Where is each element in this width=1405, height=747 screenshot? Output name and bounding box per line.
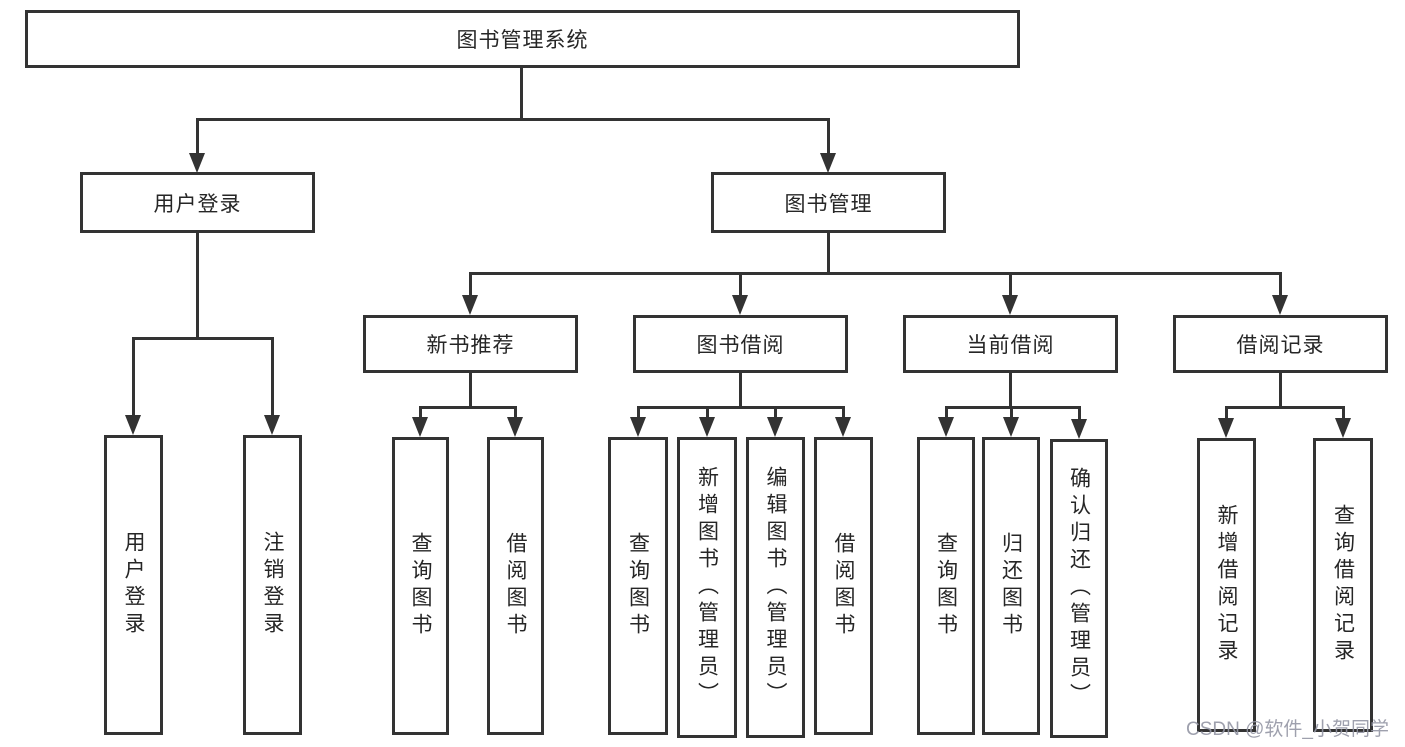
node-book-borrowing-label: 图书借阅 xyxy=(696,334,785,357)
arrow-down-icon xyxy=(462,295,478,315)
connector-line xyxy=(827,233,830,274)
leaf-add-borrow-record-label: 新增借阅记录 xyxy=(1215,504,1238,666)
arrow-down-icon xyxy=(835,417,851,437)
connector-line xyxy=(637,406,845,409)
leaf-query-book-current: 查询图书 xyxy=(917,437,975,735)
arrow-down-icon xyxy=(412,417,428,437)
connector-line xyxy=(419,406,422,419)
node-borrowing-records: 借阅记录 xyxy=(1173,315,1388,373)
node-book-management-label: 图书管理 xyxy=(784,192,873,216)
connector-line xyxy=(520,68,523,121)
leaf-borrow-book-label: 借阅图书 xyxy=(832,532,855,640)
leaf-query-book-borrowing: 查询图书 xyxy=(608,437,668,735)
leaf-return-book-label: 归还图书 xyxy=(999,532,1023,640)
connector-line xyxy=(1279,373,1282,409)
leaf-add-book-admin-label: 新增图书（管理员） xyxy=(695,466,719,709)
arrow-down-icon xyxy=(264,415,280,435)
connector-line xyxy=(469,272,1282,275)
leaf-edit-book-admin-label: 编辑图书（管理员） xyxy=(764,466,787,709)
leaf-query-book-current-label: 查询图书 xyxy=(934,532,958,640)
arrow-down-icon xyxy=(1071,419,1087,439)
leaf-add-book-admin: 新增图书（管理员） xyxy=(677,437,737,738)
connector-line xyxy=(945,406,948,419)
leaf-confirm-return-admin: 确认归还（管理员） xyxy=(1050,439,1108,738)
connector-line xyxy=(842,406,845,419)
connector-line xyxy=(827,118,830,156)
arrow-down-icon xyxy=(1272,295,1288,315)
connector-line xyxy=(1010,406,1013,419)
arrow-down-icon xyxy=(767,417,783,437)
arrow-down-icon xyxy=(699,417,715,437)
connector-line xyxy=(514,406,517,419)
node-root-system: 图书管理系统 xyxy=(25,10,1020,68)
arrow-down-icon xyxy=(1335,418,1351,438)
connector-line xyxy=(1342,406,1345,420)
connector-line xyxy=(196,118,199,156)
connector-line xyxy=(1279,272,1282,298)
connector-line xyxy=(1225,406,1345,409)
connector-line xyxy=(196,233,199,339)
node-book-management: 图书管理 xyxy=(711,172,946,233)
arrow-down-icon xyxy=(938,417,954,437)
node-user-login-label: 用户登录 xyxy=(153,192,242,216)
leaf-user-login-label: 用户登录 xyxy=(122,531,145,639)
leaf-user-login: 用户登录 xyxy=(104,435,163,735)
arrow-down-icon xyxy=(1002,295,1018,315)
arrow-down-icon xyxy=(125,415,141,435)
leaf-confirm-return-admin-label: 确认归还（管理员） xyxy=(1067,467,1091,710)
connector-line xyxy=(1009,373,1012,409)
csdn-watermark: CSDN @软件_小贺同学 xyxy=(1186,719,1389,740)
connector-line xyxy=(1225,406,1228,420)
node-borrowing-records-label: 借阅记录 xyxy=(1236,334,1325,357)
arrow-down-icon xyxy=(1003,417,1019,437)
connector-line xyxy=(469,373,472,409)
connector-line xyxy=(132,337,274,340)
leaf-borrow-book-recommend-label: 借阅图书 xyxy=(504,532,527,640)
connector-line xyxy=(419,406,517,409)
leaf-query-borrow-record: 查询借阅记录 xyxy=(1313,438,1373,732)
connector-line xyxy=(774,406,777,419)
leaf-query-book-recommend: 查询图书 xyxy=(392,437,449,735)
node-user-login: 用户登录 xyxy=(80,172,315,233)
leaf-logout-label: 注销登录 xyxy=(261,531,284,639)
leaf-query-book-borrowing-label: 查询图书 xyxy=(626,532,650,640)
arrow-down-icon xyxy=(630,417,646,437)
arrow-down-icon xyxy=(189,153,205,173)
arrow-down-icon xyxy=(820,153,836,173)
connector-line xyxy=(271,337,274,417)
connector-line xyxy=(1078,406,1081,419)
leaf-edit-book-admin: 编辑图书（管理员） xyxy=(746,437,805,738)
connector-line xyxy=(132,337,135,417)
leaf-logout: 注销登录 xyxy=(243,435,302,735)
leaf-query-book-recommend-label: 查询图书 xyxy=(409,532,432,640)
leaf-add-borrow-record: 新增借阅记录 xyxy=(1197,438,1256,732)
connector-line xyxy=(739,373,742,409)
leaf-borrow-book-recommend: 借阅图书 xyxy=(487,437,544,735)
leaf-return-book: 归还图书 xyxy=(982,437,1040,735)
arrow-down-icon xyxy=(507,417,523,437)
leaf-borrow-book: 借阅图书 xyxy=(814,437,873,735)
leaf-query-borrow-record-label: 查询借阅记录 xyxy=(1331,504,1355,666)
node-book-borrowing: 图书借阅 xyxy=(633,315,848,373)
node-new-book-recommend: 新书推荐 xyxy=(363,315,578,373)
connector-line xyxy=(945,406,1081,409)
connector-line xyxy=(637,406,640,419)
arrow-down-icon xyxy=(1218,418,1234,438)
node-current-borrowing-label: 当前借阅 xyxy=(966,334,1055,357)
arrow-down-icon xyxy=(732,295,748,315)
connector-line xyxy=(1009,272,1012,298)
node-new-book-recommend-label: 新书推荐 xyxy=(426,334,515,357)
connector-line xyxy=(739,272,742,298)
node-root-label: 图书管理系统 xyxy=(456,29,589,52)
connector-line xyxy=(706,406,709,419)
node-current-borrowing: 当前借阅 xyxy=(903,315,1118,373)
connector-line xyxy=(196,118,830,121)
connector-line xyxy=(469,272,472,298)
